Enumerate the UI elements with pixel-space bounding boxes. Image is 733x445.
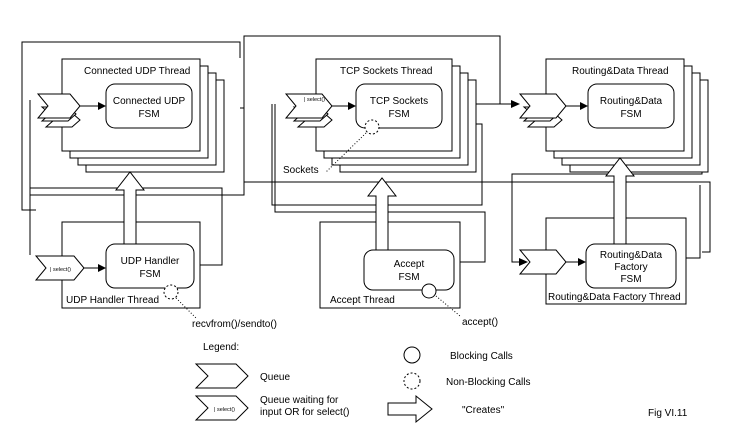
routing-factory-queue [518,249,567,275]
udp-handler-non-blocking-icon [163,284,179,300]
legend-queue-select-line2: input OR for select() [260,407,349,418]
svg-text:FSM: FSM [139,269,160,280]
connected-udp-thread-title: Connected UDP Thread [84,66,190,77]
svg-text:UDP Handler: UDP Handler [121,256,180,267]
tcp-non-blocking-call-icon [364,119,380,135]
connected-udp-queue [36,93,81,119]
wire-middle-horizontal [244,181,711,253]
routing-data-thread-title: Routing&Data Thread [572,66,669,77]
wire-udp-handler-loop [29,187,223,266]
wire-top-to-routing [243,35,501,108]
wire-connected-udp-loop [29,100,245,196]
accept-call-label: accept() [462,317,498,328]
routing-data-queue [518,93,567,119]
svg-text:FSM: FSM [620,274,641,285]
accept-thread-title: Accept Thread [330,295,395,306]
accept-thread: Accept Thread Accept FSM accept() [319,177,498,328]
svg-text:FSM: FSM [138,109,159,120]
legend-blocking-label: Blocking Calls [450,351,513,362]
arrow-into-routing-queue [511,100,520,108]
creates-arrow-udp-to-connected [114,171,146,245]
svg-text:Routing&Data: Routing&Data [600,96,663,107]
udp-handler-thread-title: UDP Handler Thread [66,295,159,306]
wire-outer-loop-left [21,41,241,211]
connected-udp-thread: Connected UDP Thread Connected UDP FSM [36,58,225,173]
legend-queue-select-icon [194,395,249,421]
svg-text:| select(): | select() [304,97,325,103]
svg-text:FSM: FSM [620,109,641,120]
routing-factory-fsm [585,243,677,289]
connected-udp-fsm [105,83,193,129]
legend-non-blocking-label: Non-Blocking Calls [446,377,530,388]
wire-accept-loop [274,104,486,263]
arrow-into-factory-queue [519,258,528,266]
legend: Legend: Queue | select() Queue waiting f… [194,342,530,424]
legend-queue-label: Queue [260,372,290,383]
routing-data-fsm [587,83,675,129]
legend-non-blocking-icon [403,372,421,390]
svg-text:FSM: FSM [398,272,419,283]
routing-factory-thread: Routing&Data Factory Thread Routing&Data… [518,157,687,305]
svg-text:Routing&Data: Routing&Data [600,250,663,261]
svg-text:TCP Sockets: TCP Sockets [370,96,428,107]
routing-factory-thread-title: Routing&Data Factory Thread [548,292,681,303]
wire-factory-out [680,185,701,259]
tcp-sockets-thread: TCP Sockets Thread | select() TCP Socket… [283,58,477,176]
udp-handler-fsm [105,243,195,289]
legend-blocking-icon [403,346,421,364]
svg-text:| select(): | select() [214,407,235,413]
svg-text:FSM: FSM [388,109,409,120]
legend-creates-icon [387,394,433,424]
tcp-sockets-thread-title: TCP Sockets Thread [340,66,432,77]
legend-title: Legend: [203,342,239,353]
svg-text:Connected UDP: Connected UDP [113,96,186,107]
legend-creates-label: "Creates" [462,405,505,416]
recvfrom-label: recvfrom()/sendto() [192,319,277,330]
legend-queue-select-line1: Queue waiting for [260,395,339,406]
figure-label: Fig VI.11 [648,408,688,419]
tcp-sockets-queue [284,93,333,119]
svg-text:| select(): | select() [50,267,71,273]
svg-text:Factory: Factory [614,262,647,273]
routing-data-thread: Routing&Data Thread Routing&Data FSM [518,58,709,173]
svg-text:Accept: Accept [394,259,425,270]
tcp-sockets-fsm [355,83,443,129]
legend-queue-icon [194,363,249,389]
accept-blocking-call-icon [421,283,437,299]
creates-arrow-factory-to-routing [604,157,636,245]
accept-fsm [363,249,455,291]
udp-handler-queue [34,255,85,281]
udp-handler-thread: UDP Handler Thread | select() UDP Handle… [34,171,277,330]
sockets-label: Sockets [283,165,319,176]
creates-arrow-accept-to-tcp [366,177,398,251]
